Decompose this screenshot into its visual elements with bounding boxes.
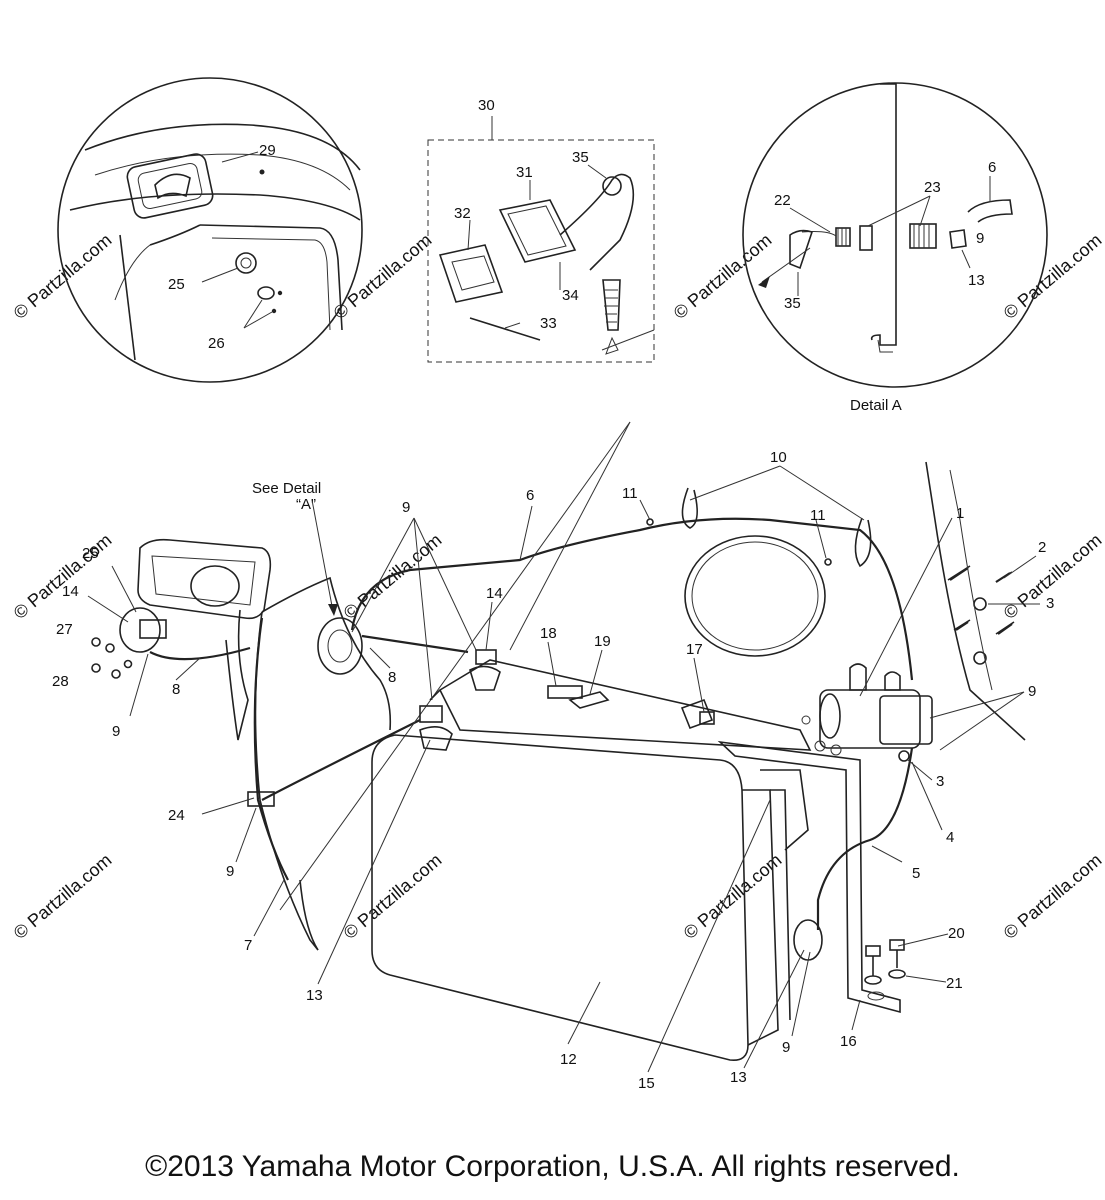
callout-32: 32 xyxy=(454,205,471,222)
callout-9: 9 xyxy=(112,723,120,740)
callout-9: 9 xyxy=(1028,683,1036,700)
callout-17: 17 xyxy=(686,641,703,658)
callout-26: 26 xyxy=(208,335,225,352)
callout-10: 10 xyxy=(770,449,787,466)
callout-7: 7 xyxy=(244,937,252,954)
callout-25: 25 xyxy=(82,545,99,562)
callout-11: 11 xyxy=(810,507,826,524)
watermark: © Partzilla.com xyxy=(340,850,446,943)
callout-31: 31 xyxy=(516,164,533,181)
callout-35: 35 xyxy=(784,295,801,312)
watermark: © Partzilla.com xyxy=(10,230,116,323)
callout-13: 13 xyxy=(306,987,323,1004)
callout-18: 18 xyxy=(540,625,557,642)
watermark: © Partzilla.com xyxy=(1000,850,1105,943)
callout-16: 16 xyxy=(840,1033,857,1050)
callout-9: 9 xyxy=(226,863,234,880)
watermark: © Partzilla.com xyxy=(1000,230,1105,323)
callout-14: 14 xyxy=(486,585,503,602)
callout-8: 8 xyxy=(172,681,180,698)
see-detail-label: See Detail xyxy=(252,480,321,497)
callout-9: 9 xyxy=(782,1039,790,1056)
watermark: © Partzilla.com xyxy=(10,530,116,623)
callout-28: 28 xyxy=(52,673,69,690)
watermark-layer: © Partzilla.com © Partzilla.com © Partzi… xyxy=(10,230,1105,943)
callout-1: 1 xyxy=(956,505,964,522)
callout-14: 14 xyxy=(62,583,79,600)
inset-detail-a: 22 23 6 9 13 35 Detail A xyxy=(742,82,1048,414)
detail-a-caption: Detail A xyxy=(850,397,902,414)
watermark: © Partzilla.com xyxy=(340,530,446,623)
callout-15: 15 xyxy=(638,1075,655,1092)
callout-6: 6 xyxy=(526,487,534,504)
watermark: © Partzilla.com xyxy=(330,230,436,323)
copyright-text: ©2013 Yamaha Motor Corporation, U.S.A. A… xyxy=(145,1150,960,1183)
callout-22: 22 xyxy=(774,192,791,209)
see-detail-label: “A” xyxy=(296,496,316,513)
callout-19: 19 xyxy=(594,633,611,650)
callout-9: 9 xyxy=(976,230,984,247)
inset-hatch: 29 25 26 xyxy=(57,77,363,383)
callout-9: 9 xyxy=(402,499,410,516)
callout-27: 27 xyxy=(56,621,73,638)
callout-3: 3 xyxy=(1046,595,1054,612)
callout-25: 25 xyxy=(168,276,185,293)
callout-3: 3 xyxy=(936,773,944,790)
watermark: © Partzilla.com xyxy=(10,850,116,943)
inset-kit-box: 30 31 32 35 34 33 xyxy=(427,97,655,363)
callout-33: 33 xyxy=(540,315,557,332)
callout-11: 11 xyxy=(622,485,638,502)
callout-5: 5 xyxy=(912,865,920,882)
main-assembly xyxy=(87,421,1040,1073)
callout-4: 4 xyxy=(946,829,954,846)
main-callouts: See Detail “A” 1 2 3 9 3 4 5 6 10 11 11 … xyxy=(52,449,1054,1092)
watermark: © Partzilla.com xyxy=(680,850,786,943)
callout-23: 23 xyxy=(924,179,941,196)
callout-35: 35 xyxy=(572,149,589,166)
callout-8: 8 xyxy=(388,669,396,686)
callout-13: 13 xyxy=(730,1069,747,1086)
callout-29: 29 xyxy=(259,142,276,159)
callout-20: 20 xyxy=(948,925,965,942)
callout-13: 13 xyxy=(968,272,985,289)
watermark: © Partzilla.com xyxy=(670,230,776,323)
callout-12: 12 xyxy=(560,1051,577,1068)
callout-24: 24 xyxy=(168,807,185,824)
callout-34: 34 xyxy=(562,287,579,304)
callout-21: 21 xyxy=(946,975,963,992)
callout-6: 6 xyxy=(988,159,996,176)
callout-2: 2 xyxy=(1038,539,1046,556)
callout-30: 30 xyxy=(478,97,495,114)
